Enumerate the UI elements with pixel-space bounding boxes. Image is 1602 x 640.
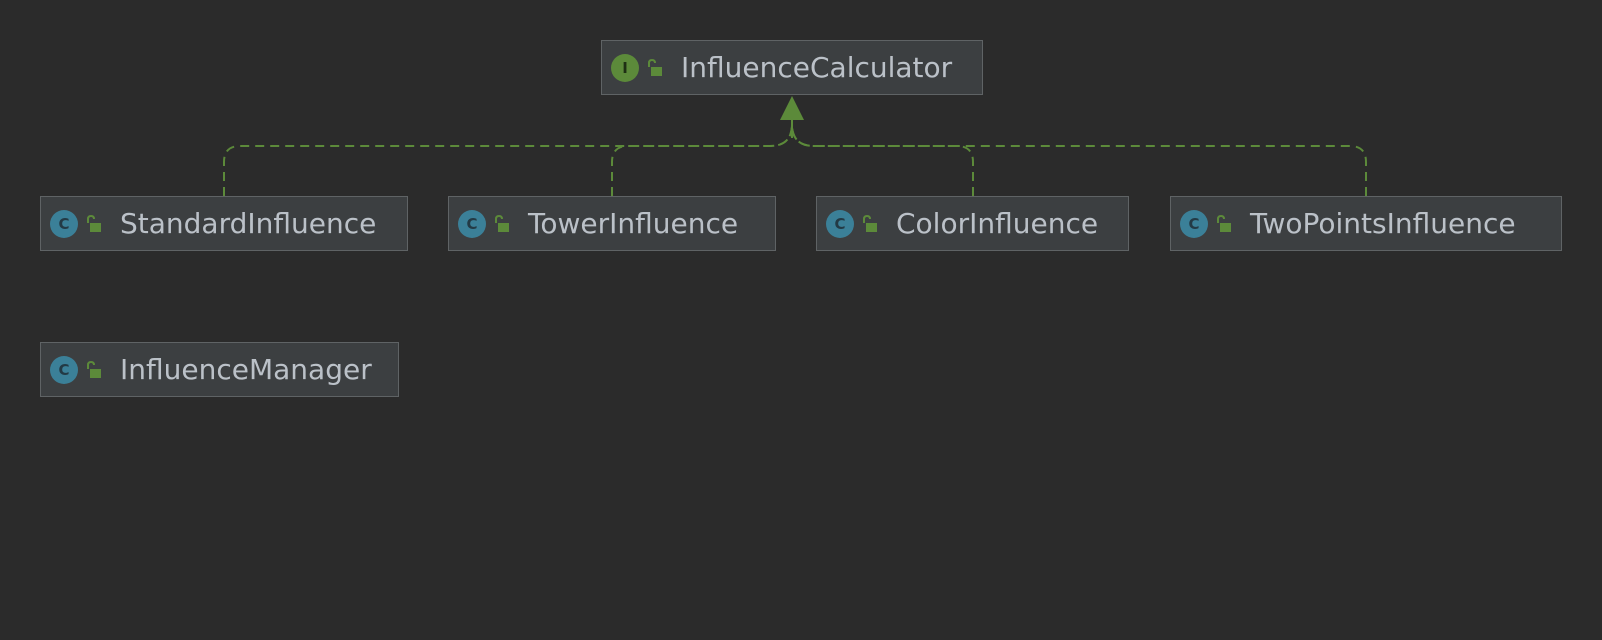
public-lock-icon <box>495 214 509 232</box>
implements-arrowhead <box>780 96 804 120</box>
class-icon: C <box>826 209 854 238</box>
edge-two-points-influence <box>791 123 1367 196</box>
node-label: TwoPointsInfluence <box>1250 207 1516 240</box>
class-icon: C <box>50 209 78 238</box>
node-standard-influence[interactable]: C StandardInfluence <box>40 196 408 251</box>
node-label: TowerInfluence <box>528 207 739 240</box>
public-lock-icon <box>648 58 662 76</box>
node-tower-influence[interactable]: C TowerInfluence <box>448 196 776 251</box>
class-icon: C <box>50 355 78 384</box>
node-label: StandardInfluence <box>120 207 377 240</box>
node-influence-manager[interactable]: C InfluenceManager <box>40 342 399 397</box>
node-two-points-influence[interactable]: C TwoPointsInfluence <box>1170 196 1562 251</box>
edge-tower-influence <box>611 123 793 196</box>
public-lock-icon <box>1217 214 1231 232</box>
interface-icon: I <box>611 53 639 82</box>
node-color-influence[interactable]: C ColorInfluence <box>816 196 1129 251</box>
class-icon: C <box>1180 209 1208 238</box>
class-icon: C <box>458 209 486 238</box>
public-lock-icon <box>87 360 101 378</box>
node-influence-calculator[interactable]: I InfluenceCalculator <box>601 40 983 95</box>
edge-color-influence <box>791 123 974 196</box>
node-label: ColorInfluence <box>896 207 1099 240</box>
public-lock-icon <box>863 214 877 232</box>
public-lock-icon <box>87 214 101 232</box>
edge-standard-influence <box>223 123 793 196</box>
node-label: InfluenceManager <box>120 353 372 386</box>
node-label: InfluenceCalculator <box>681 51 953 84</box>
